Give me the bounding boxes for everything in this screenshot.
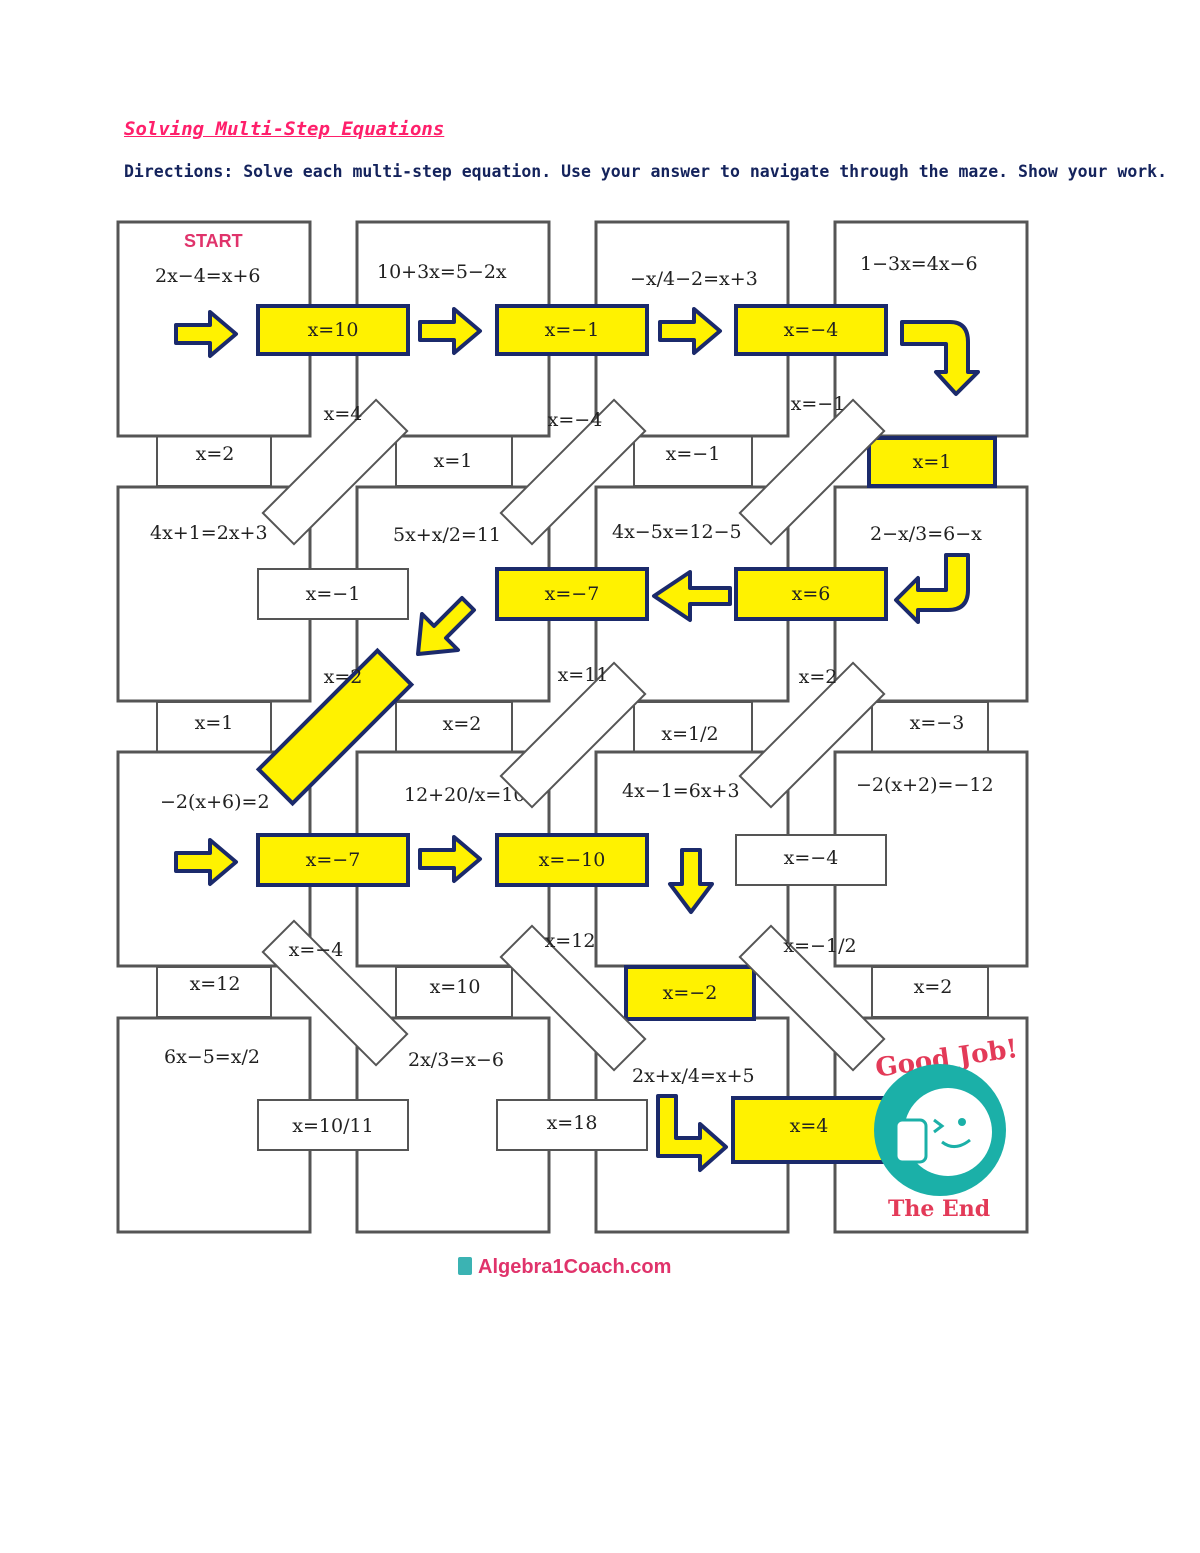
diagonal-answer-box [261,919,409,1067]
svg-text:x=1: x=1 [913,451,952,473]
svg-text:x=−1: x=−1 [306,583,361,605]
answer-box: x=6 [734,567,888,621]
diagonal-answer-box [499,661,647,809]
answer-box: x=−2 [624,965,756,1021]
diagonal-answer-box [738,924,886,1072]
badge-bottom-text: The End [888,1196,990,1222]
answer-box: x=−4 [734,304,888,356]
answer-text: x=2 [196,443,235,465]
svg-text:x=−7: x=−7 [306,849,361,871]
equation-6: 5x+x/2=11 [393,524,501,546]
svg-text:x=−4: x=−4 [784,847,839,869]
answer-text: x=1/2 [661,723,718,745]
equation-11: 4x−1=6x+3 [622,780,740,802]
diagonal-boxes: x=4 x=−4 x=−1 x=2 x=11 x=2 x=−4 x=12 x=−… [255,393,886,1072]
svg-text:x=−4: x=−4 [784,319,839,341]
equation-9: −2(x+6)=2 [160,791,270,813]
equation-10: 12+20/x=10 [404,784,526,806]
connectors [156,435,989,1018]
answer-box: x=−10 [495,833,649,887]
footer-brand: Algebra1Coach.com [458,1256,671,1279]
calculator-icon [458,1257,472,1275]
equation-5: 4x+1=2x+3 [150,522,268,544]
answer-text: x=1 [195,712,234,734]
equation-2: 10+3x=5−2x [377,261,507,283]
down-arrow-icon [668,848,714,914]
answer-text: x=2 [799,666,838,688]
answer-text: x=−4 [548,409,603,431]
answer-box: x=−1 [257,568,409,620]
equation-7: 4x−5x=12−5 [612,521,742,543]
svg-text:x=−2: x=−2 [663,982,718,1004]
answer-text: x=10 [430,976,481,998]
left-arrow-icon [652,570,732,622]
diagonal-answer-box [738,661,886,809]
answer-text: x=2 [324,666,363,688]
svg-text:x=−7: x=−7 [545,583,600,605]
diagonal-answer-box [499,924,647,1072]
answer-boxes: x=10 x=−1 x=−4 x=2 x=1 x=−1 x=1 x=−1 x=−… [190,304,997,1164]
equation-14: 2x/3=x−6 [408,1049,504,1071]
equation-15: 2x+x/4=x+5 [632,1065,755,1087]
equation-12: −2(x+2)=−12 [856,774,994,796]
answer-box: x=4 [731,1096,887,1164]
turn-left-arrow-icon [894,553,970,624]
equation-3: −x/4−2=x+3 [630,268,758,290]
equation-4: 1−3x=4x−6 [860,253,978,275]
page-title: Solving Multi-Step Equations [124,118,445,140]
svg-text:x=−10: x=−10 [539,849,606,871]
svg-text:x=4: x=4 [790,1115,829,1137]
answer-box: x=10/11 [257,1099,409,1151]
answer-box: x=−1 [495,304,649,356]
svg-text:x=6: x=6 [792,583,831,605]
answer-text: x=−1 [791,393,846,415]
turn-down-arrow-icon [900,320,980,396]
answer-box: x=−4 [735,834,887,886]
turn-right-arrow-icon [656,1094,728,1172]
diagonal-answer-box [499,398,647,546]
svg-text:x=18: x=18 [547,1112,598,1134]
diagonal-answer-box [255,647,415,807]
equation-13: 6x−5=x/2 [164,1046,260,1068]
answer-box: x=−7 [495,567,649,621]
equations: 2x−4=x+6 10+3x=5−2x −x/4−2=x+3 1−3x=4x−6… [150,253,994,1087]
answer-box: x=−7 [256,833,410,887]
answer-box: x=18 [496,1099,648,1151]
down-left-arrow-icon [416,596,476,656]
svg-text:x=10/11: x=10/11 [292,1115,373,1137]
answer-text: x=12 [545,930,596,952]
thumbs-up-icon [894,1118,928,1164]
answer-text: x=−1 [666,443,721,465]
answer-text: x=−3 [910,712,965,734]
answer-text: x=−1/2 [783,935,856,957]
diagonal-answer-box [738,398,886,546]
answer-text: x=−4 [289,939,344,961]
directions-text: Directions: Solve each multi-step equati… [124,162,1168,181]
answer-text: x=2 [914,976,953,998]
answer-text: x=2 [443,713,482,735]
path-arrows [174,307,980,1172]
footer-brand-text: Algebra1Coach.com [478,1256,672,1278]
svg-text:x=−1: x=−1 [545,319,600,341]
equation-1: 2x−4=x+6 [155,265,260,287]
diagonal-answer-box [261,398,409,546]
answer-text: x=12 [190,973,241,995]
answer-box: x=10 [256,304,410,356]
equation-8: 2−x/3=6−x [870,523,982,545]
answer-text: x=11 [558,664,609,686]
answer-box: x=1 [867,436,997,488]
answer-text: x=4 [324,403,363,425]
svg-text:x=10: x=10 [308,319,359,341]
start-label: START [184,231,243,251]
answer-text: x=1 [434,450,473,472]
